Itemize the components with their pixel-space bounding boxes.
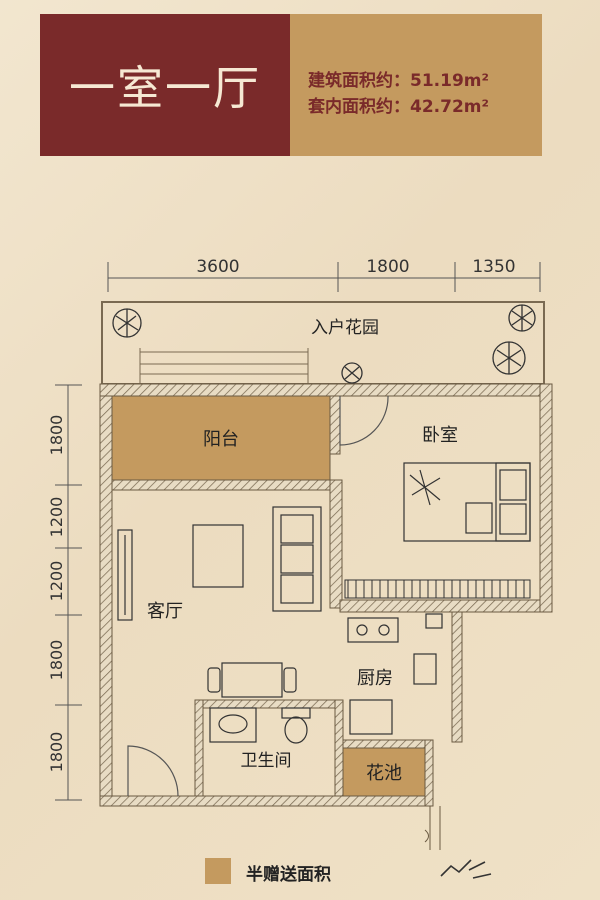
planter-area: [342, 747, 426, 797]
dim-left-3: 1200: [47, 561, 66, 602]
left-dimension: 1800 1200 1200 1800 1800: [47, 384, 82, 801]
garden-label: 入户花园: [311, 318, 379, 338]
dining-table-icon: [207, 662, 297, 698]
kitchen-label: 厨房: [357, 668, 393, 689]
living-furniture: [117, 506, 322, 621]
bathroom-label: 卫生间: [241, 751, 292, 771]
dim-left-1: 1800: [47, 415, 66, 456]
dim-top-1: 3600: [196, 257, 239, 277]
legend-swatch: [205, 858, 231, 884]
dim-top-3: 1350: [472, 257, 515, 277]
tree-icon: [508, 304, 536, 332]
area-panel: 建筑面积约：51.19m² 套内面积约：42.72m²: [290, 14, 542, 156]
dim-left-5: 1800: [47, 732, 66, 773]
planter-label: 花池: [366, 763, 402, 784]
bathroom-fixtures: [209, 707, 311, 744]
bedroom-label: 卧室: [422, 425, 458, 446]
balcony-label: 阳台: [203, 429, 239, 450]
door-swing: [339, 395, 389, 446]
tree-icon: [492, 341, 526, 375]
top-dimension: 3600 1800 1350: [107, 257, 541, 292]
watermark-logo: [440, 859, 492, 879]
garden-railing: [139, 348, 309, 384]
bed-icon: [403, 462, 531, 542]
stair-stub: [424, 806, 441, 850]
dim-left-2: 1200: [47, 497, 66, 538]
tree-icon: [112, 308, 142, 338]
living-label: 客厅: [147, 601, 183, 622]
wardrobe-icon: [344, 579, 531, 599]
entry-garden: [101, 301, 545, 385]
legend-label: 半赠送面积: [246, 865, 331, 885]
tree-icon: [341, 362, 363, 384]
kitchen-fixtures: [347, 613, 443, 735]
balcony-area: [111, 395, 331, 481]
dim-top-2: 1800: [366, 257, 409, 277]
dim-left-4: 1800: [47, 640, 66, 681]
walls: [99, 383, 553, 807]
entrance-door-swing: [127, 745, 179, 797]
floorplan-title: 一室一厅: [69, 61, 261, 115]
building-area-text: 建筑面积约：51.19m²: [308, 71, 489, 91]
inner-area-text: 套内面积约：42.72m²: [308, 97, 489, 117]
title-panel: 一室一厅: [40, 14, 290, 156]
